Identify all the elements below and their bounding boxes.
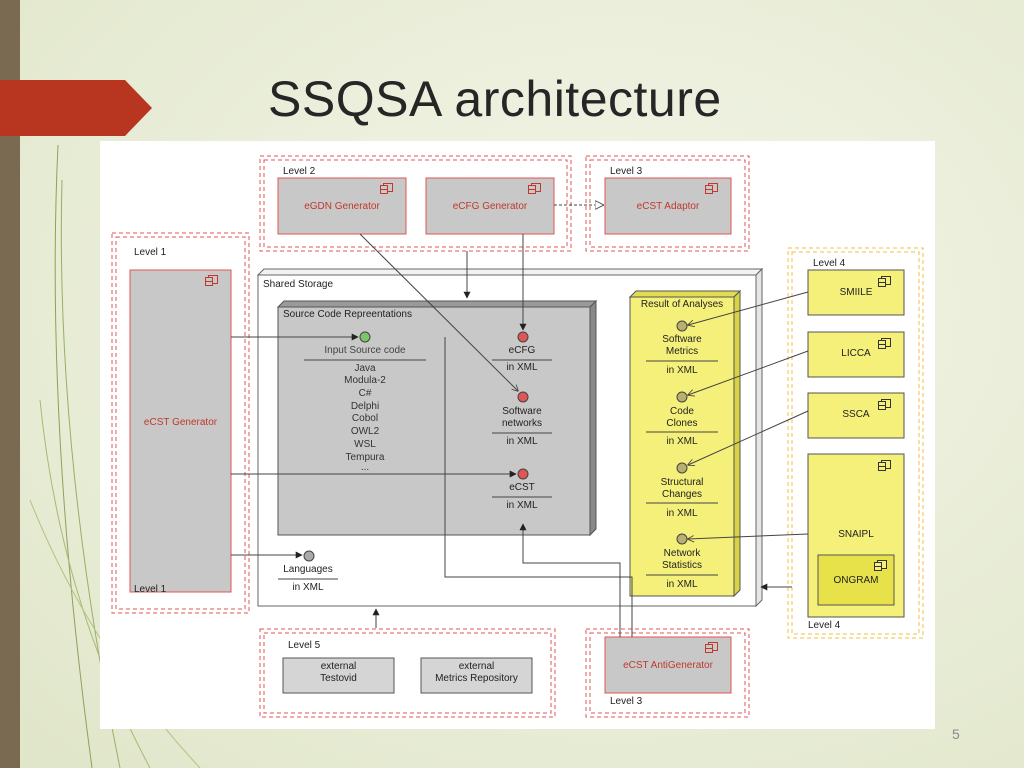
result-xml: in XML: [666, 365, 698, 376]
result-xml: in XML: [666, 579, 698, 590]
ecfg-label: eCFG: [508, 345, 536, 356]
title-arrow-decoration: [0, 80, 152, 136]
level4-top-label: Level 4: [813, 258, 846, 269]
ecfg-generator-label: eCFG Generator: [452, 201, 528, 212]
component-icon: [705, 183, 718, 194]
language-item: Delphi: [350, 401, 380, 412]
input-source-label: Input Source code: [324, 345, 406, 356]
level2-label: Level 2: [283, 166, 316, 177]
language-item: Modula-2: [344, 375, 386, 386]
component-icon: [878, 399, 891, 410]
language-item: C#: [358, 388, 372, 399]
results-box: [628, 289, 742, 598]
level4-frame: [787, 247, 924, 639]
ecst-antigenerator-label: eCST AntiGenerator: [623, 660, 713, 671]
result-name: Software Metrics: [662, 334, 702, 357]
language-item: Java: [354, 363, 376, 374]
level5-label: Level 5: [288, 640, 321, 651]
page-number: 5: [952, 726, 960, 742]
result-xml: in XML: [666, 436, 698, 447]
component-icon: [874, 560, 887, 571]
left-accent-bar: [0, 0, 20, 768]
ecst-label: eCST: [509, 482, 535, 493]
separators: [278, 359, 718, 580]
component-icon: [878, 338, 891, 349]
connectors: [231, 205, 809, 637]
component-icon: [705, 642, 718, 653]
result-name: Structural Changes: [660, 477, 704, 500]
level1-bottom-label: Level 1: [134, 584, 167, 595]
slide-title: SSQSA architecture: [268, 71, 722, 127]
ecfg-xml-label: in XML: [506, 362, 538, 373]
smiile-label: SMIILE: [839, 287, 873, 298]
diagram-graphics: [111, 155, 924, 718]
software-networks-label: Software networks: [501, 406, 542, 429]
language-item: Tempura: [345, 452, 385, 463]
component-icon: [878, 460, 891, 471]
egdn-generator-label: eGDN Generator: [304, 201, 380, 212]
software-networks-xml-label: in XML: [506, 436, 538, 447]
ecst-adaptor-label: eCST Adaptor: [636, 201, 700, 212]
component-icon: [528, 183, 541, 194]
language-item: WSL: [354, 439, 376, 450]
component-icon: [380, 183, 393, 194]
component-icon: [878, 276, 891, 287]
language-item: OWL2: [350, 426, 380, 437]
ongram-label: ONGRAM: [833, 575, 879, 586]
external-metrics-label: external Metrics Repository: [435, 661, 518, 684]
shared-storage-label: Shared Storage: [263, 279, 334, 290]
result-name: Network Statistics: [661, 548, 702, 571]
external-testovid-label: external Testovid: [320, 661, 357, 684]
snaipl-label: SNAIPL: [838, 529, 874, 540]
level-frames: [111, 155, 750, 718]
level3-top-label: Level 3: [610, 166, 643, 177]
yellow-components: [807, 269, 905, 618]
level3-bottom-label: Level 3: [610, 696, 643, 707]
result-name: Code Clones: [666, 406, 698, 429]
level1-top-label: Level 1: [134, 247, 167, 258]
external-boxes: [282, 657, 533, 694]
component-icon: [205, 275, 218, 286]
architecture-diagram: Level 2 Level 3 Level 1 Level 1 Level 4 …: [100, 141, 935, 729]
languages-label: Languages: [283, 564, 333, 575]
source-code-title: Source Code Repreentations: [283, 309, 412, 320]
languages-xml-label: in XML: [292, 582, 324, 593]
result-xml: in XML: [666, 508, 698, 519]
ports: [303, 320, 688, 562]
ecst-xml-label: in XML: [506, 500, 538, 511]
level4-bottom-label: Level 4: [808, 620, 841, 631]
ecst-generator-label: eCST Generator: [143, 417, 218, 428]
language-item: ...: [360, 462, 370, 473]
licca-label: LICCA: [841, 348, 871, 359]
ssca-label: SSCA: [842, 409, 870, 420]
language-item: Cobol: [351, 413, 379, 424]
results-title: Result of Analyses: [640, 299, 724, 310]
